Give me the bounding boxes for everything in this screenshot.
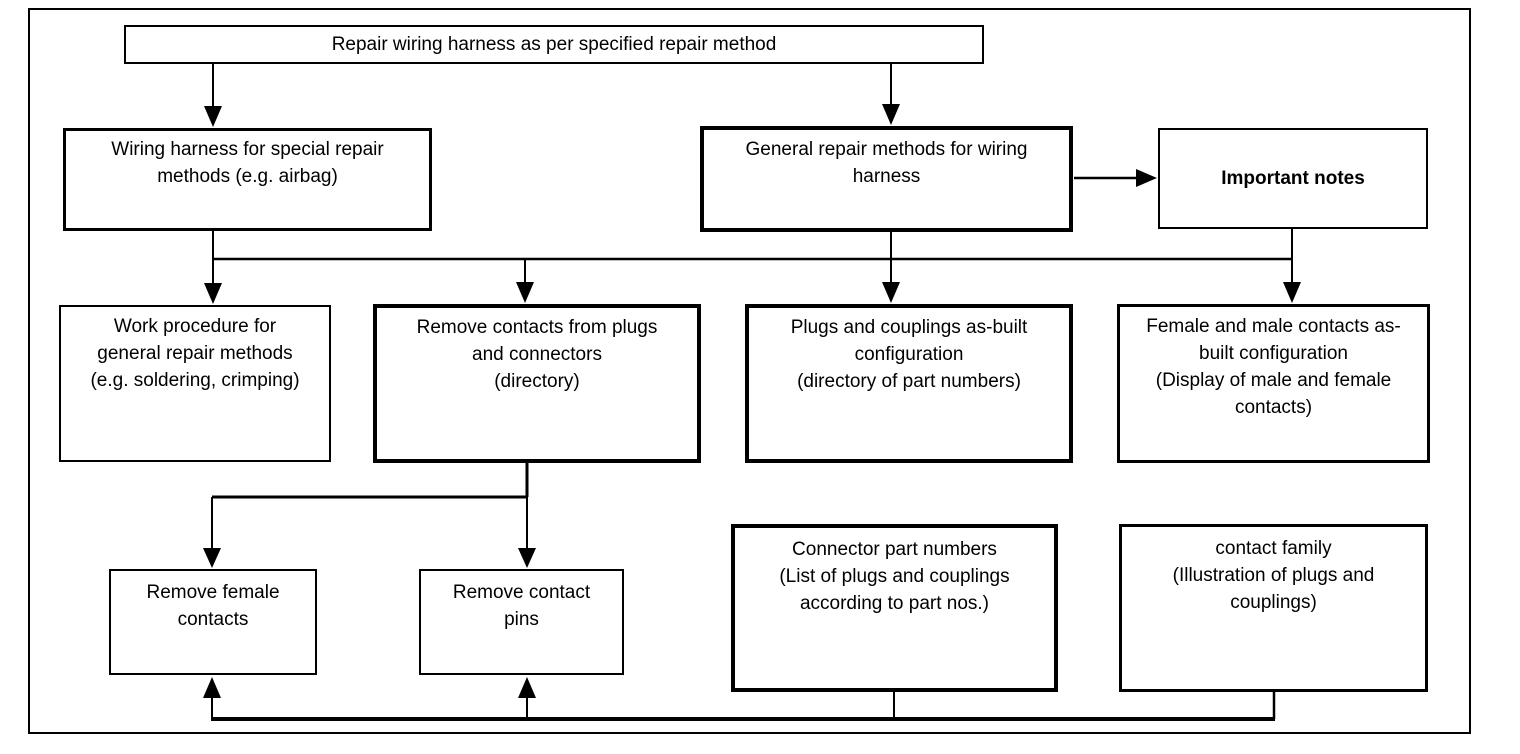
node-plugs-couplings-config: Plugs and couplings as-built configurati…: [745, 304, 1073, 463]
node-work-procedure: Work procedure for general repair method…: [59, 305, 331, 462]
node-female-male-contacts: Female and male contacts as- built confi…: [1117, 304, 1430, 463]
node-repair-wiring-harness: Repair wiring harness as per specified r…: [124, 25, 984, 64]
node-remove-female-contacts: Remove female contacts: [109, 569, 317, 675]
node-important-notes: Important notes: [1158, 128, 1428, 229]
node-remove-contact-pins: Remove contact pins: [419, 569, 624, 675]
node-remove-contacts: Remove contacts from plugs and connector…: [373, 304, 701, 463]
node-connector-part-numbers: Connector part numbers (List of plugs an…: [731, 524, 1058, 692]
node-general-repair-methods: General repair methods for wiring harnes…: [700, 126, 1073, 232]
node-special-repair-methods: Wiring harness for special repair method…: [63, 128, 432, 231]
node-contact-family: contact family (Illustration of plugs an…: [1119, 524, 1428, 692]
